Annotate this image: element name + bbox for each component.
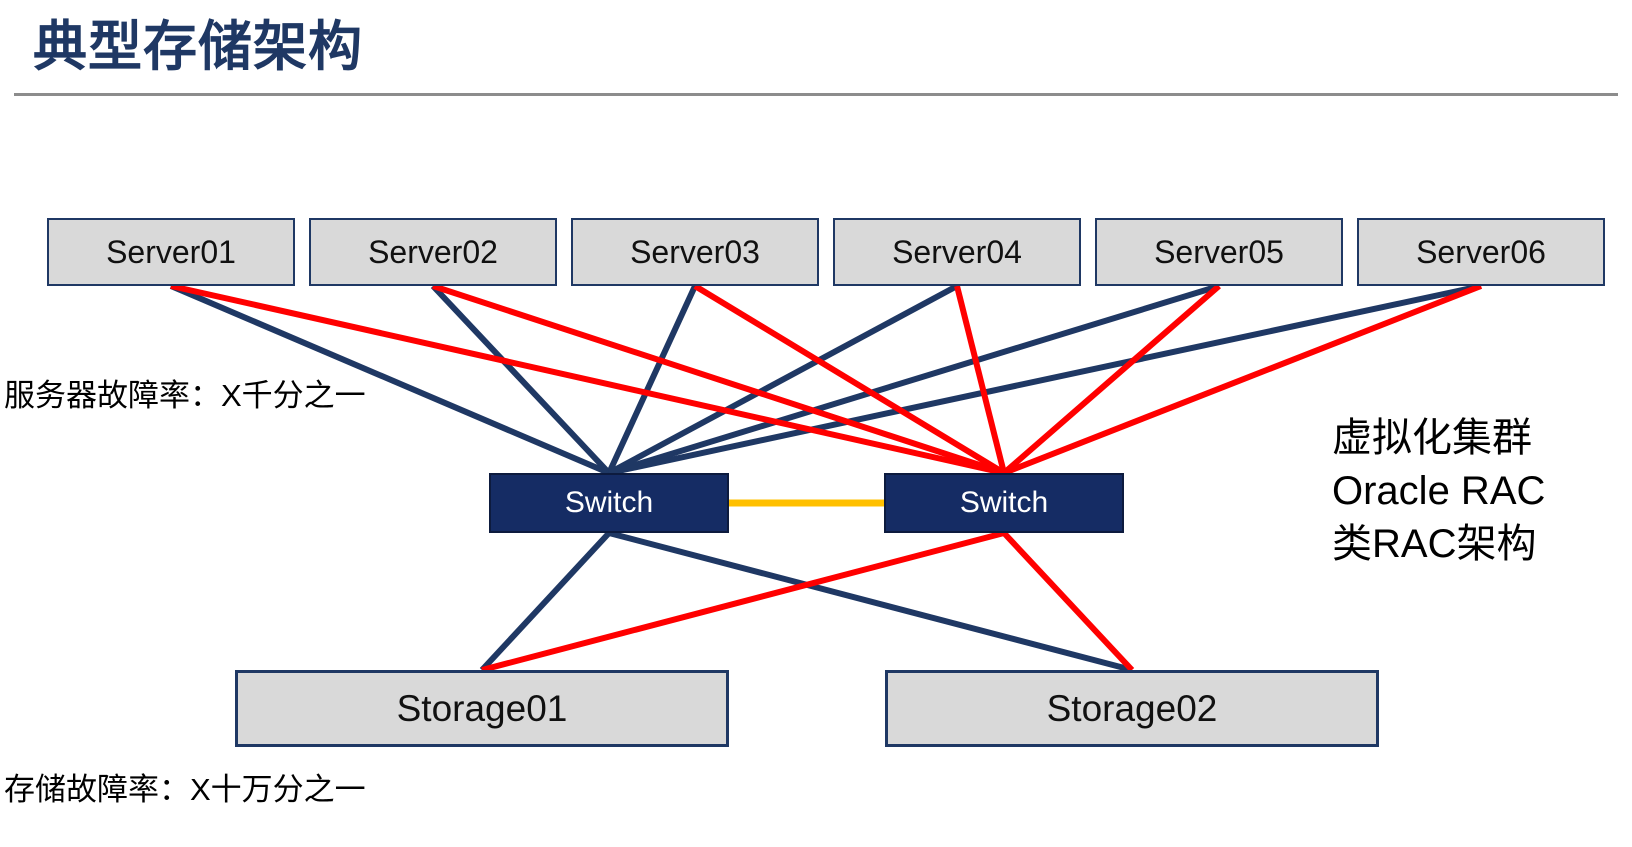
switch-left-box: Switch [489,473,729,533]
server03-box: Server03 [571,218,819,286]
storage01-box: Storage01 [235,670,729,747]
link-server02-switch-b [432,283,1005,476]
switch-left-label: Switch [564,486,654,519]
link-server05-switch-a [608,283,1220,476]
server06-label: Server06 [1416,233,1546,270]
storage02-box: Storage02 [885,670,1379,747]
link-switch-b-storage02 [1001,530,1135,673]
server02-box: Server02 [309,218,557,286]
link-server03-switch-a [606,284,698,475]
link-server05-switch-b [1002,283,1221,476]
server04-label: Server04 [892,233,1022,270]
link-server04-switch-b [954,285,1007,474]
link-server01-switch-b [170,283,1005,476]
server05-box: Server05 [1095,218,1343,286]
slide-title: 典型存储架构 [33,17,363,77]
switch-right-label: Switch [959,486,1049,519]
side-note-line-1: 虚拟化集群 [1332,416,1532,460]
cluster-side-note: 虚拟化集群 Oracle RAC 类RAC架构 [1332,412,1545,571]
server03-label: Server03 [630,233,760,270]
server01-label: Server01 [106,233,236,270]
link-switch-a-storage01 [479,530,612,673]
link-server04-switch-a [607,283,959,476]
link-switch-a-storage02 [608,530,1133,673]
switch-right-box: Switch [884,473,1124,533]
storage01-label: Storage01 [396,687,568,729]
server05-label: Server05 [1154,233,1284,270]
server06-box: Server06 [1357,218,1605,286]
link-switch-b-storage01 [481,530,1005,673]
link-server03-switch-b [693,283,1006,476]
side-note-line-2: Oracle RAC [1332,469,1546,513]
storage02-label: Storage02 [1046,687,1218,729]
link-server02-switch-a [430,283,612,476]
side-note-line-3: 类RAC架构 [1332,522,1537,566]
link-server01-switch-a [169,283,611,476]
link-server06-switch-a [608,283,1482,476]
server01-box: Server01 [47,218,295,286]
title-divider [14,93,1618,96]
storage-failure-rate-label: 存储故障率：X十万分之一 [4,772,366,807]
server02-label: Server02 [368,233,498,270]
server04-box: Server04 [833,218,1081,286]
server-failure-rate-label: 服务器故障率：X千分之一 [4,378,366,413]
link-server06-switch-b [1002,283,1483,476]
